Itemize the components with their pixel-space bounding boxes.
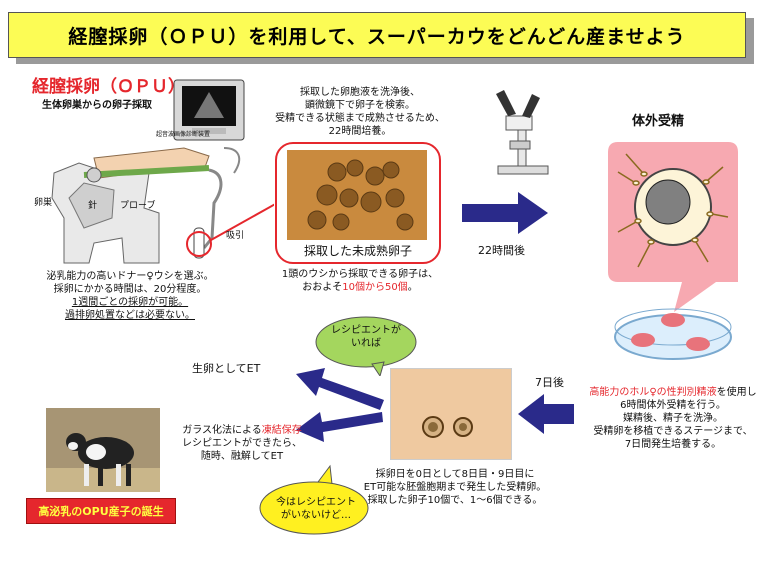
frozen-line3: 随時、融解してET — [200, 451, 284, 462]
ivf-desc-line1: 高能力のホル♀の性判別精液を使用し — [580, 386, 766, 399]
monitor-label: 超音波画像診断装置 — [156, 131, 211, 138]
ivf-desc-line4: 受精卵を移植できるステージまで、 — [593, 426, 753, 437]
green-bubble-text: レシピエントが いれば — [320, 324, 412, 350]
embryo-icons — [422, 416, 473, 438]
label-needle: 針 — [88, 201, 98, 211]
calf-icon — [46, 408, 160, 492]
arrow-fresh-et — [296, 368, 384, 410]
yellow-speech-bubble — [259, 464, 369, 535]
calf-banner: 高泌乳のOPU産子の誕生 — [26, 498, 176, 524]
yellow-bubble-text: 今はレシピエント がいないけど… — [264, 496, 368, 522]
highlight-circle — [186, 231, 212, 257]
label-7d: 7日後 — [535, 376, 564, 389]
oocyte-count-line1: 1頭のウシから採取できる卵子は、 — [281, 269, 439, 280]
opu-heading: 経膣採卵（ＯＰＵ） — [32, 77, 185, 97]
page-title: 経膣採卵（ＯＰＵ）を利用して、スーパーカウをどんどん産ませよう — [68, 25, 686, 48]
calf-photo — [46, 408, 160, 492]
ivf-desc-line5: 7日間発生培養する。 — [624, 439, 722, 450]
label-22h: 22時間後 — [478, 244, 525, 257]
arrow-frozen-et — [296, 412, 383, 442]
opu-note-1: 泌乳能力の高いドナー♀ウシを選ぶ。 — [46, 271, 214, 282]
embryo-desc-2: ET可能な胚盤胞期まで発生した受精卵。 — [363, 482, 547, 493]
calf-banner-text: 高泌乳のOPU産子の誕生 — [38, 505, 164, 518]
suction-tube — [202, 168, 223, 249]
ivf-desc-line2: 6時間体外受精を行う。 — [620, 400, 726, 411]
oocyte-count-line2: おおよそ10個から50個。 — [265, 281, 455, 294]
ivf-desc-b: を使用し — [716, 387, 757, 398]
label-ovary: 卵巣 — [34, 198, 53, 208]
frozen-line2: レシピエントができたら、 — [182, 438, 302, 449]
label-suction: 吸引 — [226, 231, 245, 241]
ivf-desc-red: 高能力のホル♀の性判別精液 — [589, 387, 717, 398]
count-text-red: 10個から50個 — [342, 282, 408, 293]
opu-note-4: 過排卵処置などは必要ない。 — [65, 310, 195, 321]
oocyte-text-1: 採取した卵胞液を洗浄後、 — [300, 87, 420, 98]
ivf-desc-line3: 媒精後、精子を洗浄。 — [623, 413, 723, 424]
egg-nucleus — [645, 179, 691, 225]
oocyte-top-text: 採取した卵胞液を洗浄後、 顕微鏡下で卵子を検索。 受精できる状態まで成熟させるた… — [265, 86, 455, 138]
green-bubble-line1: レシピエントが — [331, 325, 401, 336]
frozen-line1: ガラス化法による凍結保存 — [172, 424, 312, 437]
oocyte-photo-frame: 採取した未成熟卵子 — [275, 142, 441, 264]
embryo-desc-1: 採卵日を0日として8日目・9日目に — [375, 469, 535, 480]
label-probe: プローブ — [120, 201, 156, 211]
arrow-left-7d — [518, 394, 574, 434]
microscope-icon — [496, 90, 549, 175]
opu-subheading: 生体卵巣からの卵子採取 — [42, 100, 152, 111]
ultrasound-monitor — [173, 79, 245, 141]
uterus-shape — [68, 182, 115, 229]
count-text-b: 。 — [407, 282, 418, 293]
opu-notes: 泌乳能力の高いドナー♀ウシを選ぶ。 採卵にかかる時間は、20分程度。 1週間ごと… — [30, 270, 230, 322]
embryo-desc-3: 採取した卵子10個で、1～6個できる。 — [367, 495, 543, 506]
green-speech-bubble — [315, 316, 417, 376]
fresh-et-label: 生卵としてET — [192, 362, 261, 375]
count-text-a: おおよそ — [302, 282, 343, 293]
oocyte-count: 1頭のウシから採取できる卵子は、 おおよそ10個から50個。 — [265, 268, 455, 294]
oocyte-text-2: 顕微鏡下で卵子を検索。 — [305, 100, 415, 111]
yellow-bubble-line1: 今はレシピエント — [276, 497, 356, 508]
embryo-photo — [390, 368, 512, 460]
ovary-icon — [86, 167, 102, 183]
oocyte-caption: 採取した未成熟卵子 — [303, 244, 412, 258]
opu-illustration — [51, 79, 274, 264]
oocyte-photo — [287, 150, 427, 240]
ivf-label: 体外受精 — [632, 114, 685, 129]
oocyte-text-3: 受精できる状態まで成熟させるため、 — [275, 113, 445, 124]
collection-tube — [193, 227, 205, 259]
ivf-description: 高能力のホル♀の性判別精液を使用し 6時間体外受精を行う。 媒精後、精子を洗浄。… — [580, 386, 766, 451]
green-bubble-line2: いれば — [351, 338, 381, 349]
arrows-to-et — [296, 368, 384, 442]
oocyte-text-4: 22時間培養。 — [328, 126, 392, 137]
sperm-icons — [617, 153, 729, 268]
embryo-description: 採卵日を0日として8日目・9日目に ET可能な胚盤胞期まで発生した受精卵。 採取… — [340, 468, 570, 507]
frozen-description: ガラス化法による凍結保存 レシピエントができたら、 随時、融解してET — [172, 424, 312, 463]
title-banner: 経膣採卵（ＯＰＵ）を利用して、スーパーカウをどんどん産ませよう — [8, 12, 754, 64]
frozen-line1-a: ガラス化法による — [182, 425, 262, 436]
opu-note-2: 採卵にかかる時間は、20分程度。 — [53, 284, 207, 295]
frozen-line1-red: 凍結保存 — [261, 425, 302, 436]
arrow-right-22h — [462, 192, 548, 234]
yellow-bubble-line2: がいないけど… — [281, 510, 351, 521]
probe-icon — [83, 165, 210, 178]
ivf-illustration — [608, 142, 738, 360]
title-box: 経膣採卵（ＯＰＵ）を利用して、スーパーカウをどんどん産ませよう — [8, 12, 746, 58]
opu-note-3: 1週間ごとの採卵が可能。 — [71, 297, 189, 308]
